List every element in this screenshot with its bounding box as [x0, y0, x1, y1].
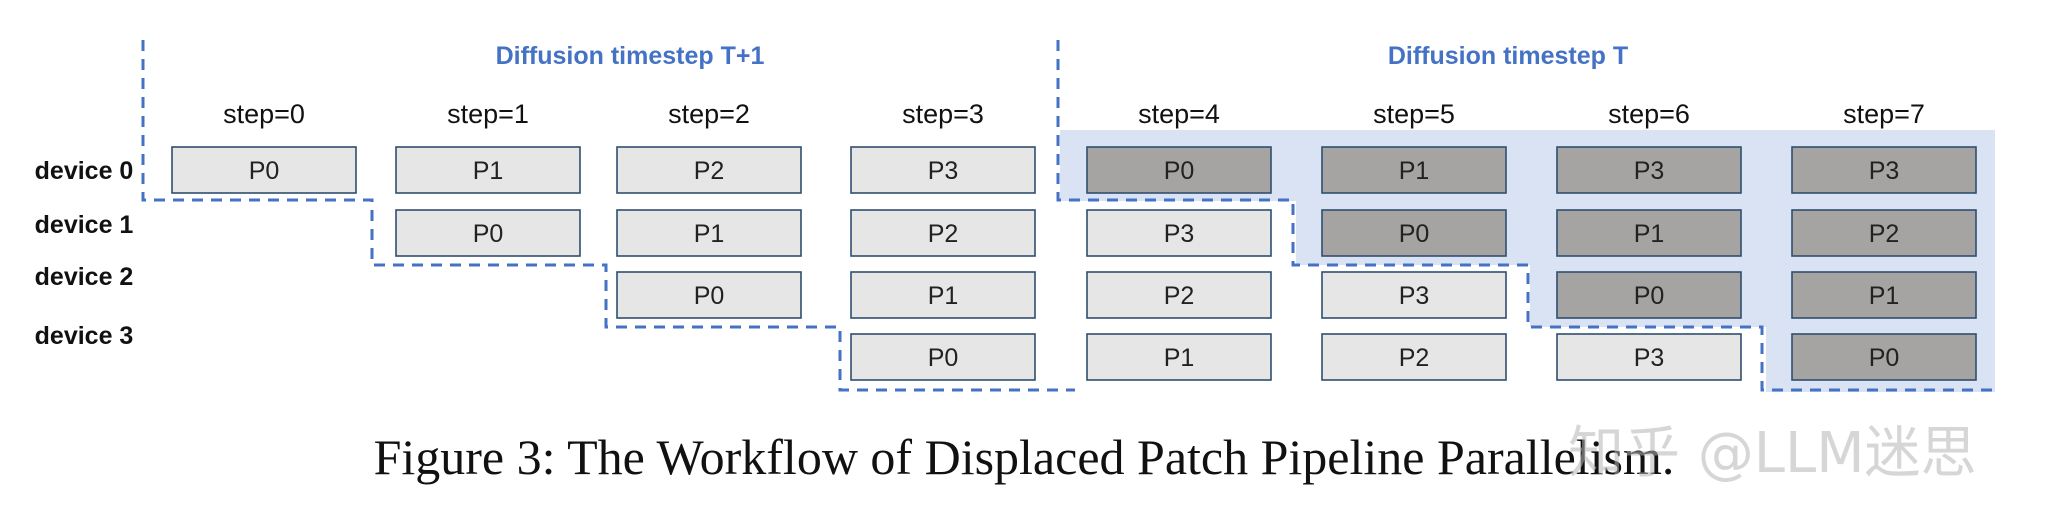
device-label-0: device 0 [35, 157, 134, 185]
patch-box-r1-c6 [1556, 209, 1742, 257]
dashed-boundary-t [1056, 40, 1995, 392]
patch-box-r3-c3 [850, 333, 1036, 381]
patch-label-r1-c3: P2 [928, 220, 959, 248]
patch-label-r1-c6: P1 [1634, 220, 1665, 248]
patch-box-r0-c6 [1556, 146, 1742, 194]
patch-label-r2-c7: P1 [1869, 282, 1900, 310]
patch-box-r1-c3 [850, 209, 1036, 257]
step-label-5: step=5 [1373, 99, 1455, 129]
patch-label-r0-c3: P3 [928, 157, 959, 185]
patch-box-r0-c3 [850, 146, 1036, 194]
patch-box-r0-c0 [171, 146, 357, 194]
patch-label-r0-c5: P1 [1399, 157, 1430, 185]
patch-label-r0-c0: P0 [249, 157, 280, 185]
patch-label-r1-c2: P1 [694, 220, 725, 248]
patch-label-r3-c7: P0 [1869, 344, 1900, 372]
patch-label-r2-c5: P3 [1399, 282, 1430, 310]
step-label-4: step=4 [1138, 99, 1220, 129]
patch-box-r2-c3 [850, 271, 1036, 319]
patch-box-r0-c7 [1791, 146, 1977, 194]
diagram-canvas: Diffusion timestep T+1 Diffusion timestep… [35, 40, 1995, 392]
patch-box-r3-c7 [1791, 333, 1977, 381]
patch-box-r1-c1 [395, 209, 581, 257]
patch-label-r3-c5: P2 [1399, 344, 1430, 372]
timestep-header-t-plus-1: Diffusion timestep T+1 [496, 42, 765, 70]
device-label-3: device 3 [35, 322, 134, 350]
patch-box-r0-c1 [395, 146, 581, 194]
patch-box-r3-c6 [1556, 333, 1742, 381]
step-label-1: step=1 [447, 99, 529, 129]
patch-label-r0-c2: P2 [694, 157, 725, 185]
patch-box-r1-c5 [1321, 209, 1507, 257]
figure-caption: Figure 3: The Workflow of Displaced Patc… [373, 429, 1675, 485]
patch-label-r1-c1: P0 [473, 220, 504, 248]
patch-box-r2-c6 [1556, 271, 1742, 319]
patch-label-r3-c6: P3 [1634, 344, 1665, 372]
step-label-7: step=7 [1843, 99, 1925, 129]
patch-box-r2-c2 [616, 271, 802, 319]
patch-box-r1-c7 [1791, 209, 1977, 257]
patch-label-r0-c6: P3 [1634, 157, 1665, 185]
patch-box-r1-c4 [1086, 209, 1272, 257]
patch-label-r0-c1: P1 [473, 157, 504, 185]
patch-label-r2-c2: P0 [694, 282, 725, 310]
patch-label-r1-c5: P0 [1399, 220, 1430, 248]
device-label-1: device 1 [35, 211, 134, 239]
patch-box-r0-c2 [616, 146, 802, 194]
device-label-2: device 2 [35, 263, 134, 291]
dashed-boundary-t-plus-1 [141, 40, 1075, 392]
step-label-0: step=0 [223, 99, 305, 129]
watermark: 知乎 @LLM迷思 [1568, 421, 1977, 486]
patch-box-r1-c2 [616, 209, 802, 257]
patch-label-r1-c4: P3 [1164, 220, 1195, 248]
patch-box-r2-c7 [1791, 271, 1977, 319]
patch-box-r3-c5 [1321, 333, 1507, 381]
patch-box-r0-c5 [1321, 146, 1507, 194]
patch-label-r3-c3: P0 [928, 344, 959, 372]
patch-label-r0-c4: P0 [1164, 157, 1195, 185]
patch-box-r2-c4 [1086, 271, 1272, 319]
patch-label-r2-c4: P2 [1164, 282, 1195, 310]
patch-label-r3-c4: P1 [1164, 344, 1195, 372]
step-label-6: step=6 [1608, 99, 1690, 129]
patch-label-r2-c6: P0 [1634, 282, 1665, 310]
timestep-header-t: Diffusion timestep T [1388, 42, 1628, 70]
step-label-3: step=3 [902, 99, 984, 129]
patch-label-r1-c7: P2 [1869, 220, 1900, 248]
patch-box-r0-c4 [1086, 146, 1272, 194]
patch-box-r2-c5 [1321, 271, 1507, 319]
patch-box-r3-c4 [1086, 333, 1272, 381]
step-label-2: step=2 [668, 99, 750, 129]
patch-label-r0-c7: P3 [1869, 157, 1900, 185]
patch-label-r2-c3: P1 [928, 282, 959, 310]
